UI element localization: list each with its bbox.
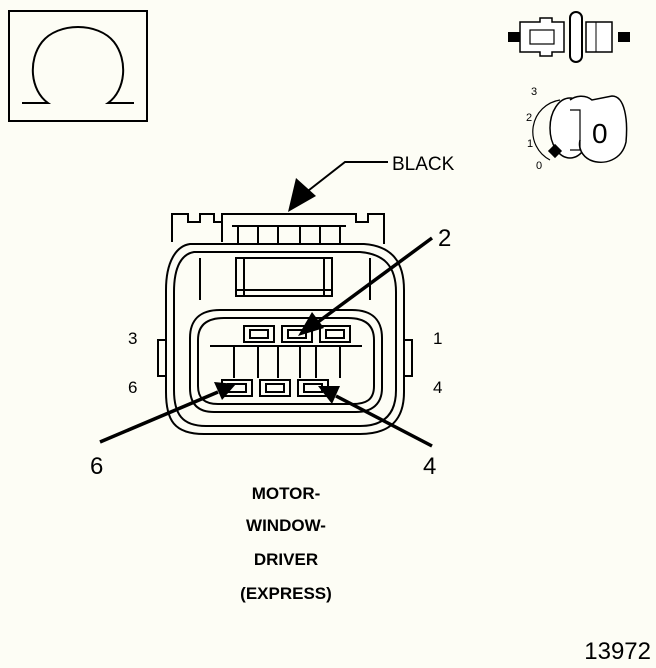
- figure-id: 13972: [584, 638, 651, 665]
- callout-number-6: 6: [90, 453, 103, 480]
- ignition-position-0: 0: [536, 160, 542, 172]
- title-line-2: WINDOW-: [246, 516, 326, 535]
- ignition-position-3: 3: [531, 86, 537, 98]
- pin-label-4: 4: [433, 378, 442, 397]
- pin-label-6: 6: [128, 378, 137, 397]
- key-position-label: 0: [592, 118, 608, 149]
- callout-number-4: 4: [423, 453, 436, 480]
- callout-number-2: 2: [438, 225, 451, 252]
- ignition-position-2: 2: [526, 112, 532, 124]
- connector-disconnected-icon: [508, 11, 630, 63]
- wire-color-label: BLACK: [392, 154, 455, 175]
- title-line-4: (EXPRESS): [240, 584, 332, 603]
- callout-arrow-pin-6: [99, 382, 236, 444]
- title-line-1: MOTOR-: [252, 484, 321, 503]
- callout-arrow-pin-2: [298, 236, 434, 336]
- ignition-key-icon: [532, 95, 628, 163]
- wire-color-arrow: [288, 161, 388, 212]
- callout-arrow-pin-4: [318, 386, 433, 448]
- pin-label-3: 3: [128, 329, 137, 348]
- ignition-position-1: 1: [527, 138, 533, 150]
- pin-label-1: 1: [433, 329, 442, 348]
- ohm-symbol-icon: [8, 10, 148, 122]
- title-line-3: DRIVER: [254, 550, 318, 569]
